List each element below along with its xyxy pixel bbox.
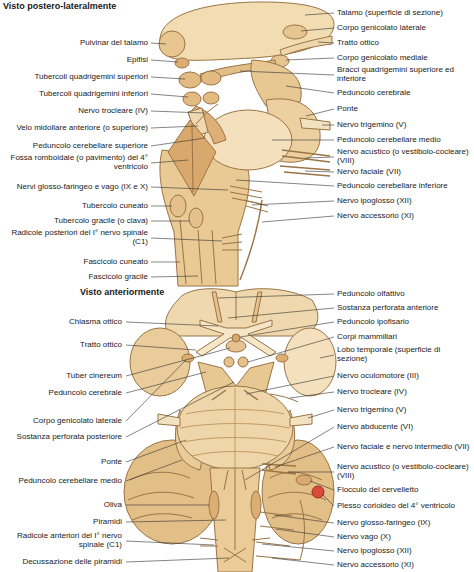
part-label: Plesso corioideo del 4° ventricolo (337, 502, 471, 511)
part-label: Nervo vago (X) (337, 533, 471, 542)
part-label: Epifisi (3, 56, 148, 65)
part-label: Tubercolo gracile (o clava) (3, 217, 148, 226)
part-label: Nervi glosso-faringeo e vago (IX e X) (3, 183, 148, 192)
part-label: Sostanza perforata anteriore (337, 304, 471, 313)
part-label: Peduncolo cerebrale (337, 89, 471, 98)
view-heading: Visto postero-lateralmente (3, 2, 223, 12)
part-label: Tubercolo cuneato (3, 202, 148, 211)
part-label: Flocculo del cervelletto (337, 486, 471, 495)
part-label: Nervo faciale (VII) (337, 168, 471, 177)
part-label: Nervo ipoglosso (XII) (337, 197, 471, 206)
part-label: Corpo genicolato mediale (337, 54, 471, 63)
part-label: Chiasma ottico (3, 318, 122, 327)
part-label: Tratto ottico (3, 341, 122, 350)
part-label: Peduncolo cerebellare superiore (3, 142, 148, 151)
part-label: Lobo temporale (superficie di sezione) (337, 346, 471, 364)
part-label: Tratto ottico (337, 39, 471, 48)
part-label: Decussazione delle piramidi (3, 558, 122, 567)
part-label: Corpo genicolato laterale (337, 24, 471, 33)
part-label: Fossa romboidale (o pavimento) del 4° ve… (3, 154, 148, 172)
part-label: Sostanza perforata posteriore (3, 433, 122, 442)
part-label: Velo midollare anteriore (o superiore) (3, 124, 148, 133)
part-label: Nervo trocleare (IV) (3, 107, 148, 116)
part-label: Pulvinar del talamo (3, 39, 148, 48)
part-label: Nervo accessorio (XI) (337, 212, 471, 221)
part-label: Radicole anteriori del I° nervo spinale … (3, 532, 122, 550)
part-label: Peduncolo cerebellare medio (337, 136, 471, 145)
part-label: Talamo (superficie di sezione) (337, 9, 471, 18)
part-label: Peduncolo cerebellare medio (3, 477, 122, 486)
part-label: Fascicolo cuneato (3, 258, 148, 267)
part-label: Tubercoli quadrigemini superiori (3, 73, 148, 82)
part-label: Tubercoli quadrigemini inferiori (3, 90, 148, 99)
view-heading: Visto anteriormente (80, 288, 230, 298)
part-label: Peduncolo olfattivo (337, 290, 471, 299)
part-label: Tuber cinereum (3, 372, 122, 381)
part-label: Peduncolo cerebrale (3, 389, 122, 398)
part-label: Nervo accessorio (XI) (337, 561, 471, 570)
part-label: Corpo genicolato laterale (3, 417, 122, 426)
part-label: Peduncolo cerebellare inferiore (337, 182, 471, 191)
part-label: Peduncolo ipofisario (337, 318, 471, 327)
part-label: Ponte (3, 458, 122, 467)
part-label: Corpi mammillari (337, 333, 471, 342)
part-label: Nervo trocleare (IV) (337, 388, 471, 397)
part-label: Nervo trigemino (V) (337, 121, 471, 130)
part-label: Nervo acustico (o vestibolo-cocleare) (V… (337, 463, 471, 481)
part-label: Nervo oculomotore (III) (337, 372, 471, 381)
part-label: Nervo faciale e nervo intermedio (VII) (337, 443, 471, 452)
part-label: Bracci quadrigemini superiore ed inferio… (337, 66, 471, 84)
part-label: Oliva (3, 501, 122, 510)
part-label: Ponte (337, 105, 471, 114)
part-label: Fascicolo gracile (3, 273, 148, 282)
part-label: Nervo glosso-faringeo (IX) (337, 519, 471, 528)
part-label: Piramidi (3, 518, 122, 527)
part-label: Nervo ipoglosso (XII) (337, 547, 471, 556)
part-label: Nervo acustico (o vestibolo-cocleare) (V… (337, 148, 471, 166)
part-label: Nervo trigemino (V) (337, 406, 471, 415)
part-label: Radicole posteriori del I° nervo spinale… (3, 229, 148, 247)
part-label: Nervo abducente (VI) (337, 423, 471, 432)
